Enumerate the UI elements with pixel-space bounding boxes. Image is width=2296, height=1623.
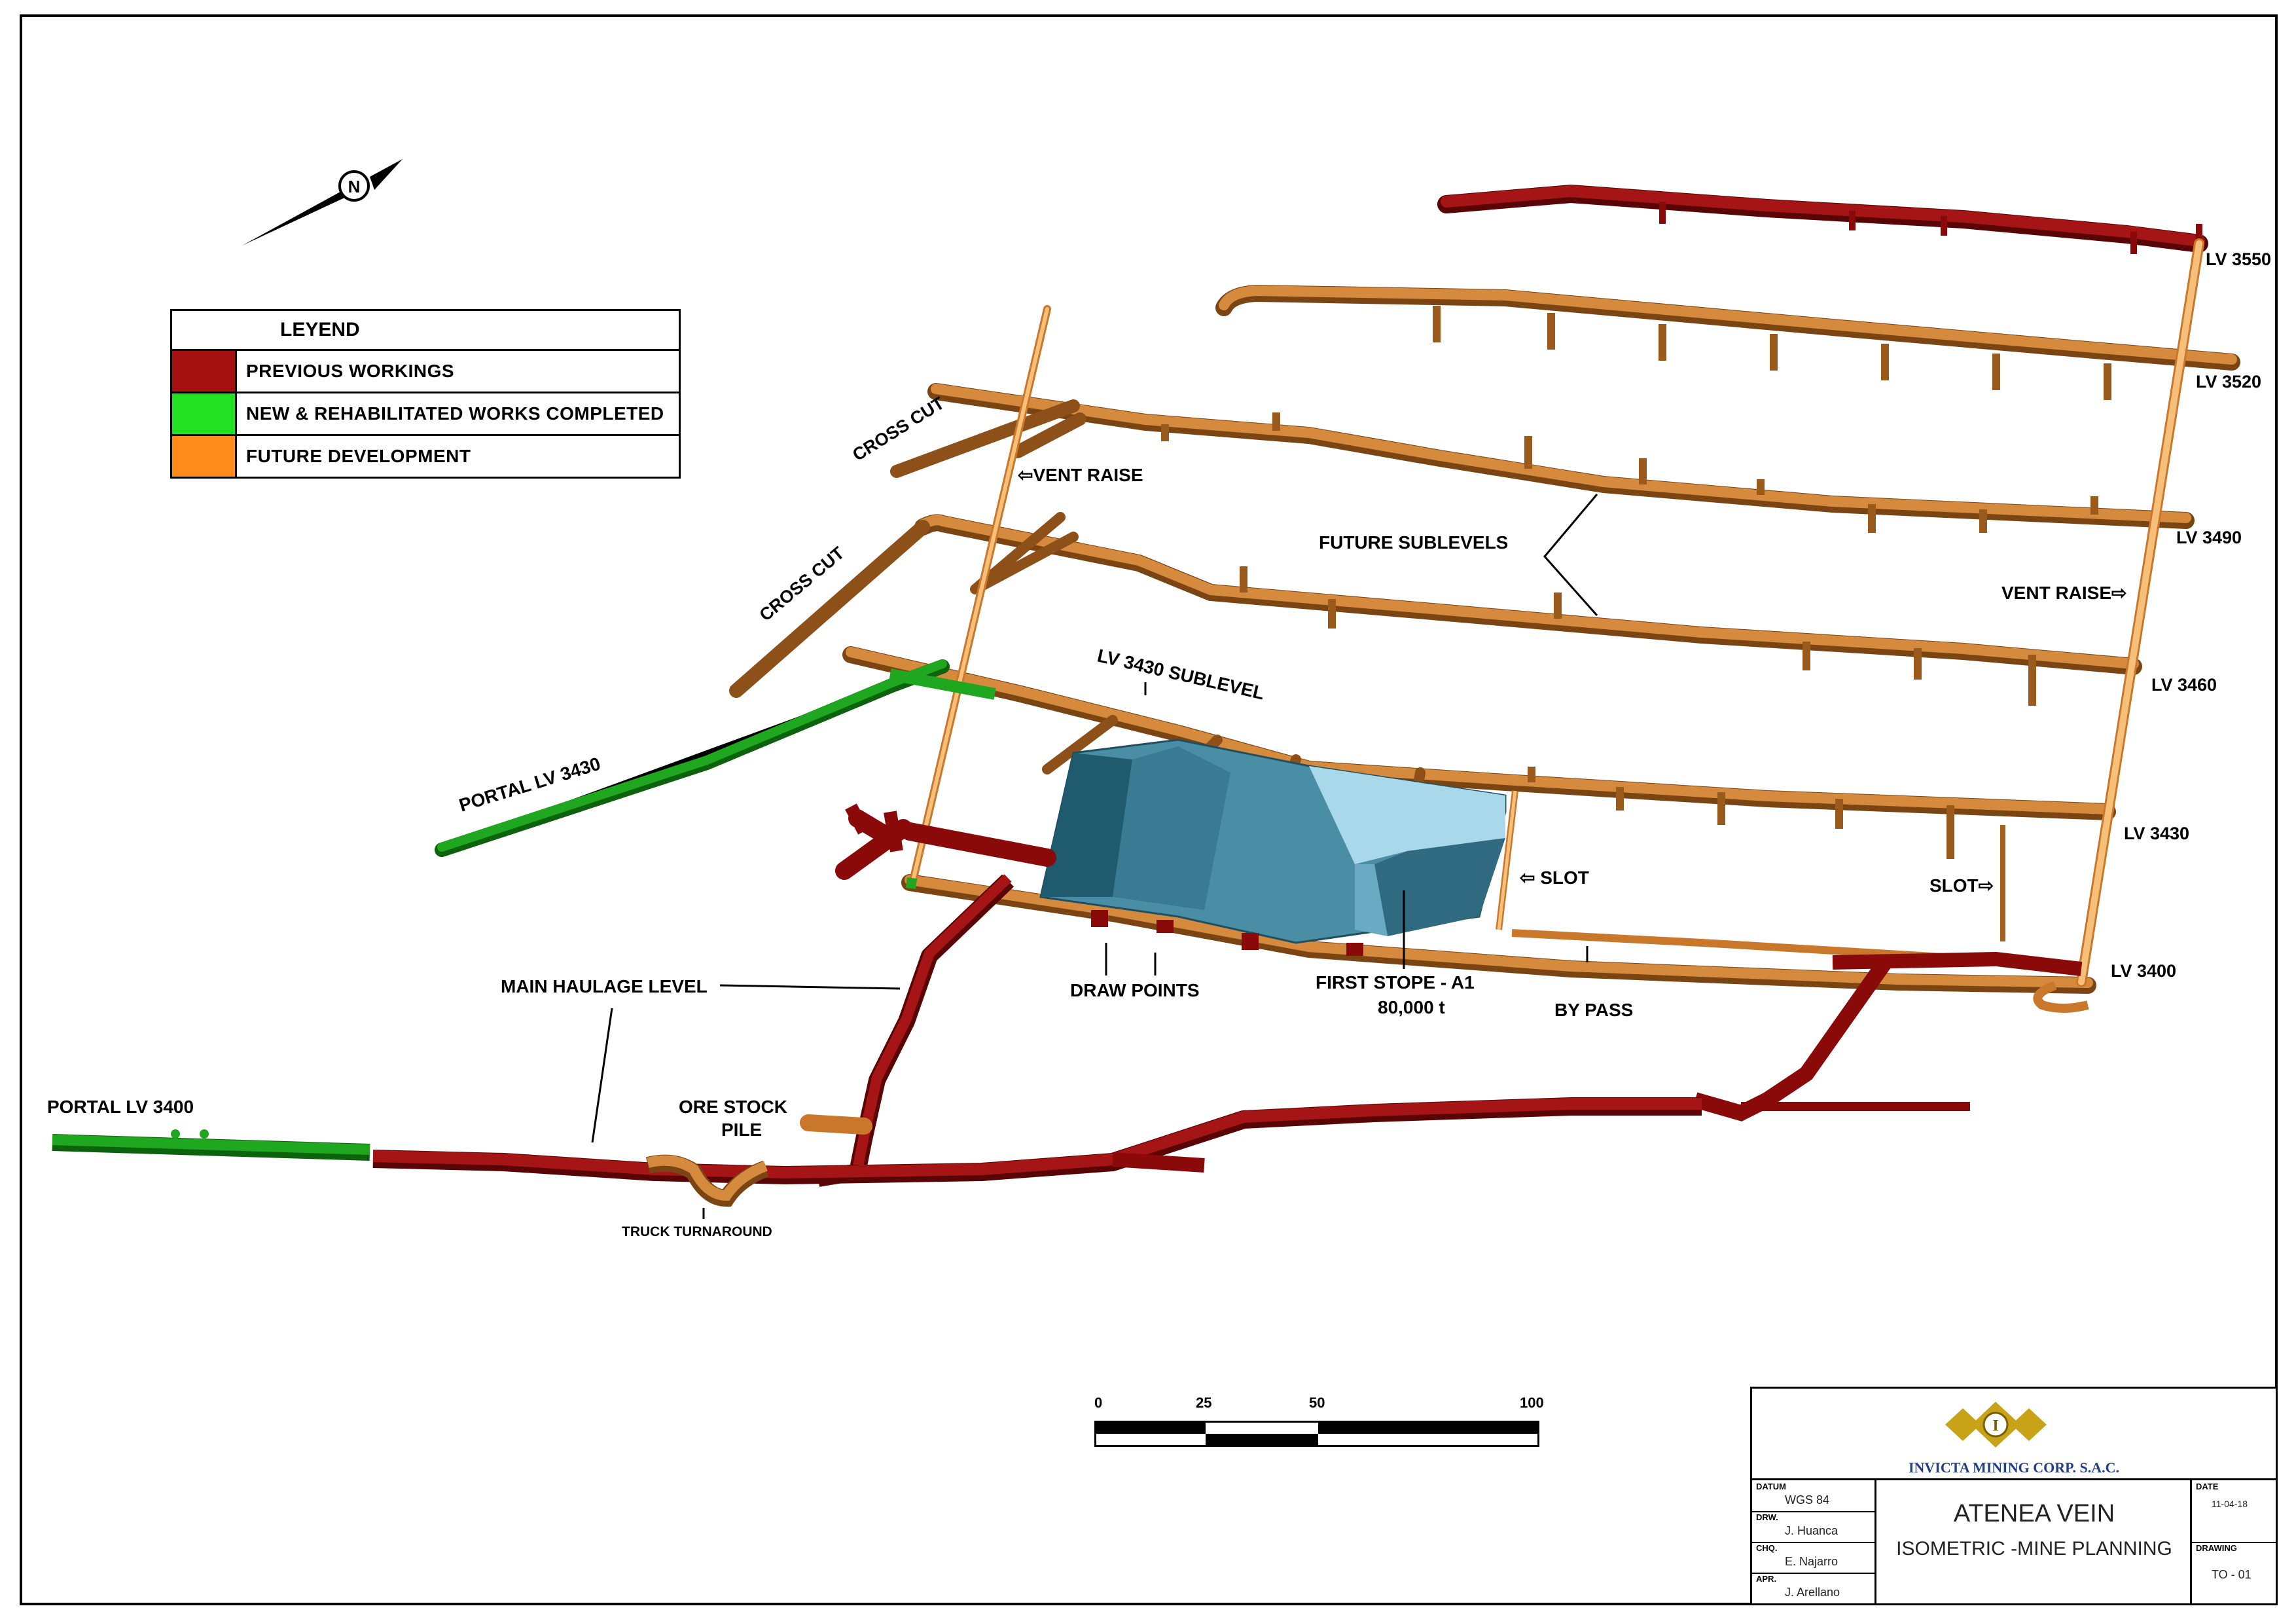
label-vent-raise-right: VENT RAISE⇨	[2001, 583, 2127, 603]
annotation-leaders	[591, 494, 1598, 1219]
scale-tick-100: 100	[1520, 1395, 1544, 1411]
vent-raises	[909, 238, 2204, 987]
scale-bar: 0 25 50 100	[1094, 1395, 1544, 1447]
drawing-label: DRAWING	[2196, 1543, 2237, 1553]
label-stope-tonnage: 80,000 t	[1378, 997, 1445, 1017]
label-future-sublevels: FUTURE SUBLEVELS	[1319, 532, 1508, 553]
drw-value: J. Huanca	[1785, 1524, 1839, 1537]
label-by-pass: BY PASS	[1554, 1000, 1633, 1020]
legend-item-future: FUTURE DEVELOPMENT	[172, 436, 679, 477]
new-rehabilitated-works	[52, 659, 996, 1161]
level-3520-drift	[1215, 284, 2240, 400]
drw-label: DRW.	[1756, 1512, 1778, 1522]
chq-value: E. Najarro	[1785, 1555, 1839, 1568]
sheet-border	[20, 14, 2278, 1605]
svg-text:I: I	[1992, 1417, 1998, 1434]
main-haulage-previous-workings	[372, 803, 2083, 1187]
date-drawing-cell: DATE 11-04-18 DRAWING TO - 01	[2192, 1480, 2276, 1603]
legend-title: LEYEND	[172, 311, 679, 351]
level-3490-drift	[890, 383, 2195, 533]
drawing-subtitle: ISOMETRIC -MINE PLANNING	[1896, 1538, 2172, 1559]
label-first-stope: FIRST STOPE - A1	[1316, 972, 1475, 993]
drawing-title: ATENEA VEIN	[1953, 1500, 2115, 1527]
company-logo-area: I INVICTA MINING CORP. S.A.C.	[1752, 1389, 2276, 1480]
label-lv3430: LV 3430	[2124, 824, 2189, 843]
label-lv3490: LV 3490	[2176, 528, 2242, 547]
legend-swatch-previous	[172, 351, 237, 392]
chq-label: CHQ.	[1756, 1543, 1778, 1553]
label-lv3460: LV 3460	[2151, 675, 2217, 695]
legend-swatch-new	[172, 393, 237, 434]
future-sublevel-drifts	[729, 284, 2240, 1013]
legend-swatch-future	[172, 436, 237, 477]
scale-bar-body	[1094, 1421, 1539, 1447]
legend-item-previous: PREVIOUS WORKINGS	[172, 351, 679, 393]
level-3460-drift	[729, 512, 2142, 706]
drawing-number: TO - 01	[2212, 1568, 2251, 1581]
scale-tick-25: 25	[1196, 1395, 1212, 1411]
label-vent-raise-left: ⇦VENT RAISE	[1018, 465, 1143, 485]
level-3550-drift	[1437, 184, 2208, 254]
drawing-title-cell: ATENEA VEIN ISOMETRIC -MINE PLANNING	[1876, 1480, 2192, 1603]
title-block: I INVICTA MINING CORP. S.A.C. DATUM WGS …	[1750, 1387, 2278, 1605]
date-value: 11-04-18	[2212, 1499, 2248, 1509]
legend-item-new: NEW & REHABILITATED WORKS COMPLETED	[172, 393, 679, 436]
label-truck-turnaround: TRUCK TURNAROUND	[622, 1224, 772, 1239]
company-logo-icon: I	[1945, 1402, 2047, 1448]
date-label: DATE	[2196, 1482, 2219, 1491]
label-main-haulage: MAIN HAULAGE LEVEL	[501, 976, 708, 996]
level-3400-drift	[901, 874, 2096, 1013]
legend: LEYEND PREVIOUS WORKINGS NEW & REHABILIT…	[170, 309, 681, 479]
label-lv3400: LV 3400	[2111, 961, 2176, 981]
truck-turnaround	[645, 1154, 769, 1207]
north-letter: N	[348, 177, 361, 196]
company-name: INVICTA MINING CORP. S.A.C.	[1908, 1459, 2120, 1476]
datum-value: WGS 84	[1785, 1493, 1830, 1506]
label-lv3520: LV 3520	[2196, 372, 2261, 392]
apr-label: APR.	[1756, 1574, 1777, 1584]
legend-label-previous: PREVIOUS WORKINGS	[246, 361, 455, 381]
label-slot-left: ⇦ SLOT	[1520, 867, 1589, 888]
north-arrow-icon: N	[242, 159, 403, 246]
apr-value: J. Arellano	[1785, 1586, 1840, 1599]
ore-stock-pile	[800, 1114, 872, 1135]
label-lv3430-sublevel: LV 3430 SUBLEVEL	[1096, 646, 1266, 704]
label-draw-points: DRAW POINTS	[1070, 980, 1200, 1000]
label-portal-lv3400: PORTAL LV 3400	[47, 1097, 194, 1117]
label-lv3550: LV 3550	[2206, 249, 2271, 269]
datum-label: DATUM	[1756, 1482, 1786, 1491]
first-stope-block	[1039, 739, 1507, 944]
legend-label-new: NEW & REHABILITATED WORKS COMPLETED	[246, 403, 664, 424]
label-ore-stock-line2: PILE	[721, 1120, 762, 1140]
legend-label-future: FUTURE DEVELOPMENT	[246, 446, 471, 466]
label-ore-stock-line1: ORE STOCK	[679, 1097, 787, 1117]
label-slot-right: SLOT⇨	[1929, 875, 1994, 896]
signatures: DATUM WGS 84 DRW. J. Huanca CHQ. E. Naja…	[1752, 1480, 1876, 1603]
scale-tick-0: 0	[1094, 1395, 1103, 1411]
scale-tick-50: 50	[1309, 1395, 1325, 1411]
